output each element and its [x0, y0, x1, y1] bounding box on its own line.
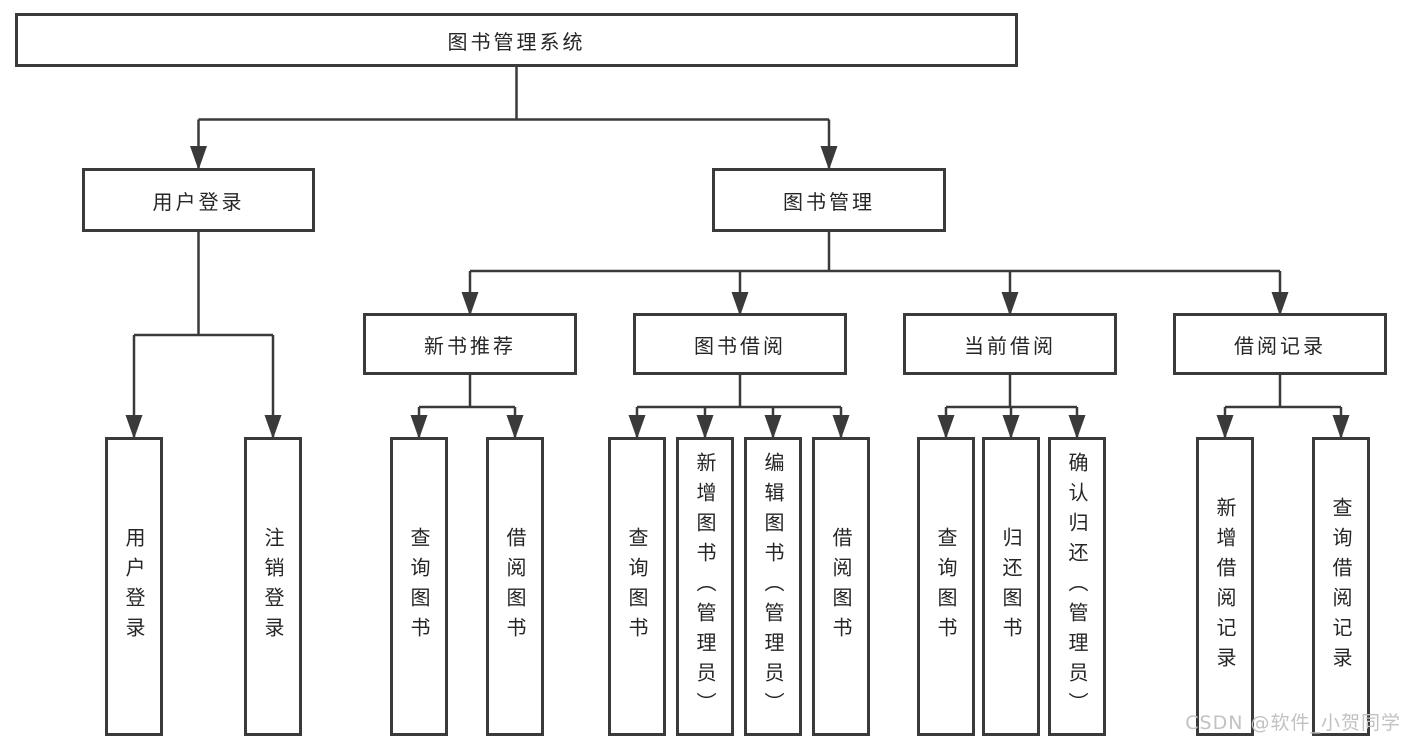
- node-borrowing-records: 借阅记录: [1173, 313, 1387, 375]
- leaf-br-add-record: 新增借阅记录: [1196, 437, 1254, 736]
- leaf-bb-query-books: 查询图书: [608, 437, 666, 736]
- node-label: 用户登录: [152, 189, 245, 214]
- node-label: 当前借阅: [964, 333, 1056, 358]
- node-label: 借阅记录: [1234, 333, 1326, 358]
- connector-paths: [132, 67, 1343, 437]
- leaf-label: 查询借阅记录: [1329, 496, 1353, 677]
- leaf-nbr-borrow-books: 借阅图书: [486, 437, 544, 736]
- node-new-book-recommendation: 新书推荐: [363, 313, 577, 375]
- node-label: 图书借阅: [694, 333, 786, 358]
- node-library-management-system: 图书管理系统: [15, 13, 1018, 67]
- leaf-label: 确认归还（管理员）: [1065, 451, 1089, 722]
- leaf-bb-edit-books-admin: 编辑图书（管理员）: [744, 437, 802, 736]
- leaf-label: 借阅图书: [503, 526, 527, 647]
- node-book-management: 图书管理: [712, 168, 946, 232]
- leaf-br-query-record: 查询借阅记录: [1312, 437, 1370, 736]
- arrowhead-icons: [125, 146, 1350, 439]
- leaf-label: 新增借阅记录: [1213, 496, 1237, 677]
- csdn-watermark: CSDN @软件_小贺同学: [1185, 712, 1401, 734]
- leaf-label: 借阅图书: [829, 526, 853, 647]
- leaf-label: 编辑图书（管理员）: [761, 451, 785, 722]
- node-user-login: 用户登录: [82, 168, 315, 232]
- leaf-logout: 注销登录: [244, 437, 302, 736]
- node-label: 图书管理系统: [447, 29, 586, 54]
- leaf-cb-query-books: 查询图书: [917, 437, 975, 736]
- leaf-label: 用户登录: [122, 526, 146, 647]
- leaf-label: 注销登录: [261, 526, 285, 647]
- leaf-cb-confirm-return-admin: 确认归还（管理员）: [1048, 437, 1106, 736]
- node-current-borrowing: 当前借阅: [903, 313, 1117, 375]
- leaf-label: 查询图书: [625, 526, 649, 647]
- node-book-borrowing: 图书借阅: [633, 313, 847, 375]
- node-label: 新书推荐: [424, 333, 516, 358]
- leaf-label: 查询图书: [407, 526, 431, 647]
- leaf-user-login: 用户登录: [105, 437, 163, 736]
- leaf-label: 归还图书: [999, 526, 1023, 647]
- leaf-bb-add-books-admin: 新增图书（管理员）: [676, 437, 734, 736]
- leaf-bb-borrow-books: 借阅图书: [812, 437, 870, 736]
- leaf-cb-return-books: 归还图书: [982, 437, 1040, 736]
- leaf-nbr-query-books: 查询图书: [390, 437, 448, 736]
- leaf-label: 新增图书（管理员）: [693, 451, 717, 722]
- leaf-label: 查询图书: [934, 526, 958, 647]
- node-label: 图书管理: [783, 189, 875, 214]
